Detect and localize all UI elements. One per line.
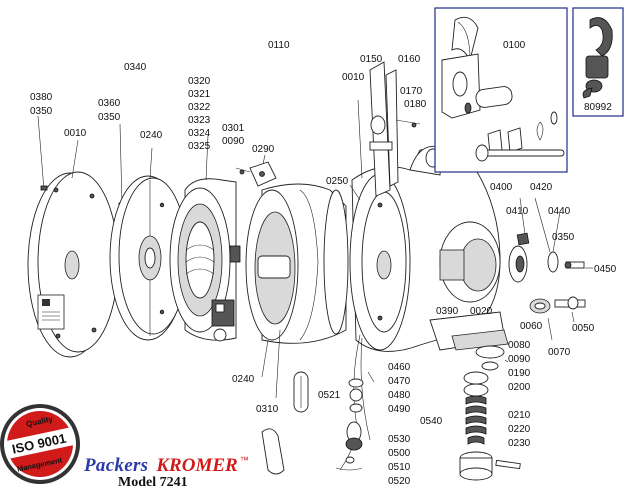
part-label: 0310 <box>256 404 279 415</box>
part-label: 0390 <box>436 306 459 317</box>
brand-name-kromer: KROMER <box>156 455 238 476</box>
part-label: 0500 <box>388 448 411 459</box>
part-label: 0170 <box>400 86 423 97</box>
part-label: 0440 <box>548 206 571 217</box>
model-number: Model 7241 <box>118 475 188 490</box>
part-label: 0360 <box>98 98 121 109</box>
rope-drum <box>245 183 349 399</box>
part-label: 0180 <box>404 99 427 110</box>
rope-and-hooks <box>261 334 375 475</box>
release-lever <box>369 61 421 197</box>
part-label: 0350 <box>552 232 575 243</box>
part-label: 0320 <box>188 76 211 87</box>
part-label: 0490 <box>388 404 411 415</box>
part-label: 0150 <box>360 54 383 65</box>
part-label: 0080 <box>508 340 531 351</box>
part-label: 0301 <box>222 123 245 134</box>
part-label: 0321 <box>188 89 211 100</box>
spring-housing <box>169 134 241 342</box>
part-label: 0290 <box>252 144 275 155</box>
brush-holder <box>235 154 277 187</box>
part-label: 0510 <box>388 462 411 473</box>
part-label: 0090 <box>222 136 245 147</box>
part-label: 0325 <box>188 141 211 152</box>
swivel-hook-inset <box>572 7 624 117</box>
part-label: 0380 <box>30 92 53 103</box>
right-small-parts <box>516 197 593 341</box>
part-label: 0010 <box>64 128 87 139</box>
part-label: 0450 <box>594 264 617 275</box>
part-number-labels: 0380 0350 0010 0360 0350 0340 0240 0320 … <box>30 40 617 487</box>
part-label: 0323 <box>188 115 211 126</box>
iso-9001-badge: Quality ISO 9001 Management <box>0 404 80 484</box>
part-label: 0230 <box>508 438 531 449</box>
part-label: 0322 <box>188 102 211 113</box>
part-label: 0480 <box>388 390 411 401</box>
spring-stack-assembly <box>451 329 521 481</box>
part-label: 0070 <box>548 347 571 358</box>
part-label: 0324 <box>188 128 211 139</box>
cover-plate <box>27 139 119 358</box>
part-label: 0060 <box>520 321 543 332</box>
hook-detail-inset <box>434 7 568 173</box>
part-label: 0340 <box>124 62 147 73</box>
part-label: 0470 <box>388 376 411 387</box>
part-label: 0521 <box>318 390 341 401</box>
part-label: 0090 <box>508 354 531 365</box>
part-label: 0540 <box>420 416 443 427</box>
part-label: 0400 <box>490 182 513 193</box>
part-label: 0350 <box>30 106 53 117</box>
part-label: 0350 <box>98 112 121 123</box>
part-label: 0010 <box>342 72 365 83</box>
part-label: 0050 <box>572 323 595 334</box>
part-label: 0520 <box>388 476 411 487</box>
part-label: 0160 <box>398 54 421 65</box>
part-label: 0110 <box>268 40 290 51</box>
part-label: 0240 <box>140 130 163 141</box>
part-label: 0250 <box>326 176 349 187</box>
part-label: 0020 <box>470 306 493 317</box>
inset-label-80992: 80992 <box>584 102 612 113</box>
drum-flange-disc <box>109 147 188 341</box>
part-label: 0460 <box>388 362 411 373</box>
brand-name-packers: Packers <box>84 455 149 476</box>
part-label: 0190 <box>508 368 531 379</box>
part-label: 0420 <box>530 182 553 193</box>
part-label: 0200 <box>508 382 531 393</box>
part-label: 0530 <box>388 434 411 445</box>
part-label: 0410 <box>506 206 529 217</box>
part-label: 0240 <box>232 374 255 385</box>
trademark-symbol: ™ <box>239 455 249 465</box>
inset-label-0100: 0100 <box>503 40 526 51</box>
part-label: 0220 <box>508 424 531 435</box>
main-housing <box>349 99 528 352</box>
part-label: 0210 <box>508 410 531 421</box>
